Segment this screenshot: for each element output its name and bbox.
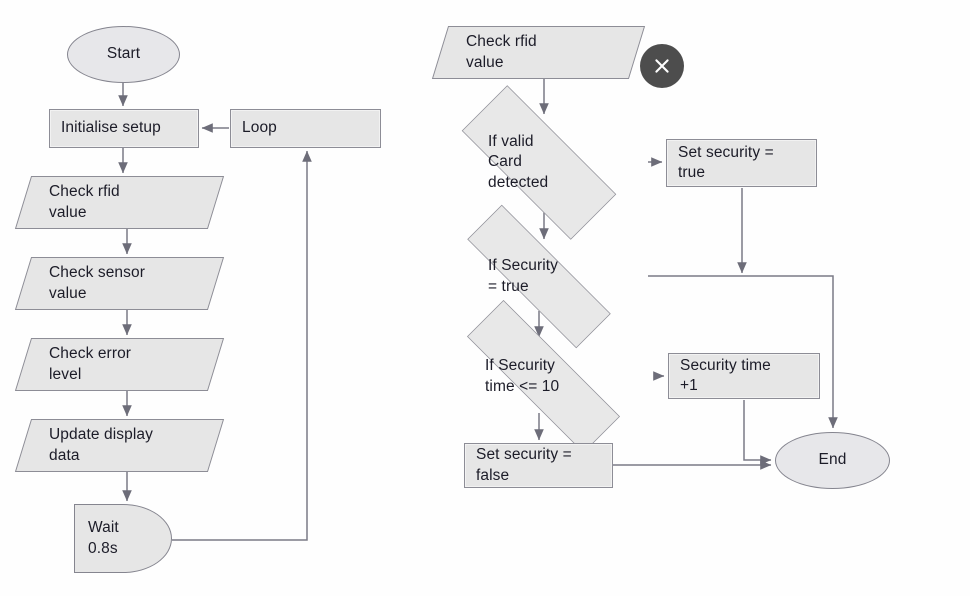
node-end-label: End	[818, 451, 847, 469]
node-start[interactable]: Start	[67, 26, 180, 83]
node-loop[interactable]: Loop	[230, 109, 381, 148]
node-if-valid-card-detected-label: If valid Card detected	[488, 132, 549, 191]
node-if-valid-card-detected[interactable]: If valid Card detected	[430, 85, 648, 240]
node-if-security-time[interactable]: If Security time <= 10	[427, 300, 660, 453]
node-check-sensor-value-label: Check sensor value	[49, 264, 145, 302]
node-right-check-rfid-value-label: Check rfid value	[466, 33, 537, 71]
node-security-time-plus-one-label: Security time +1	[680, 356, 771, 394]
parallelogram-shape	[431, 26, 646, 79]
node-update-display-data[interactable]: Update display data	[14, 419, 225, 472]
node-security-time-plus-one[interactable]: Security time +1	[668, 353, 820, 399]
node-update-display-data-label: Update display data	[49, 426, 153, 464]
node-right-check-rfid-value[interactable]: Check rfid value	[431, 26, 646, 79]
node-end[interactable]: End	[775, 432, 890, 489]
node-check-sensor-value[interactable]: Check sensor value	[14, 257, 225, 310]
node-if-security-true-label: If Security = true	[488, 257, 559, 295]
node-if-security-time-label: If Security time <= 10	[485, 357, 560, 395]
node-initialise-setup[interactable]: Initialise setup	[49, 109, 199, 148]
node-if-security-true[interactable]: If Security = true	[430, 204, 648, 349]
node-set-security-false[interactable]: Set security = false	[464, 443, 613, 488]
node-start-label: Start	[106, 45, 141, 63]
close-icon[interactable]	[640, 44, 684, 88]
node-wait[interactable]: Wait 0.8s	[74, 504, 172, 573]
node-check-rfid-value-label: Check rfid value	[49, 183, 120, 221]
node-wait-label: Wait 0.8s	[88, 519, 119, 557]
close-x-glyph	[655, 59, 669, 73]
node-check-error-level[interactable]: Check error level	[14, 338, 225, 391]
edge-sectimeplus-to-end	[743, 400, 772, 465]
node-check-error-level-label: Check error level	[49, 345, 132, 383]
node-loop-label: Loop	[242, 119, 277, 137]
node-initialise-setup-label: Initialise setup	[61, 119, 161, 137]
edge-ifsectrue-right-to-end	[648, 275, 838, 429]
node-check-rfid-value[interactable]: Check rfid value	[14, 176, 225, 229]
node-set-security-false-label: Set security = false	[476, 446, 572, 484]
node-set-security-true-label: Set security = true	[678, 143, 774, 181]
node-set-security-true[interactable]: Set security = true	[666, 139, 817, 187]
